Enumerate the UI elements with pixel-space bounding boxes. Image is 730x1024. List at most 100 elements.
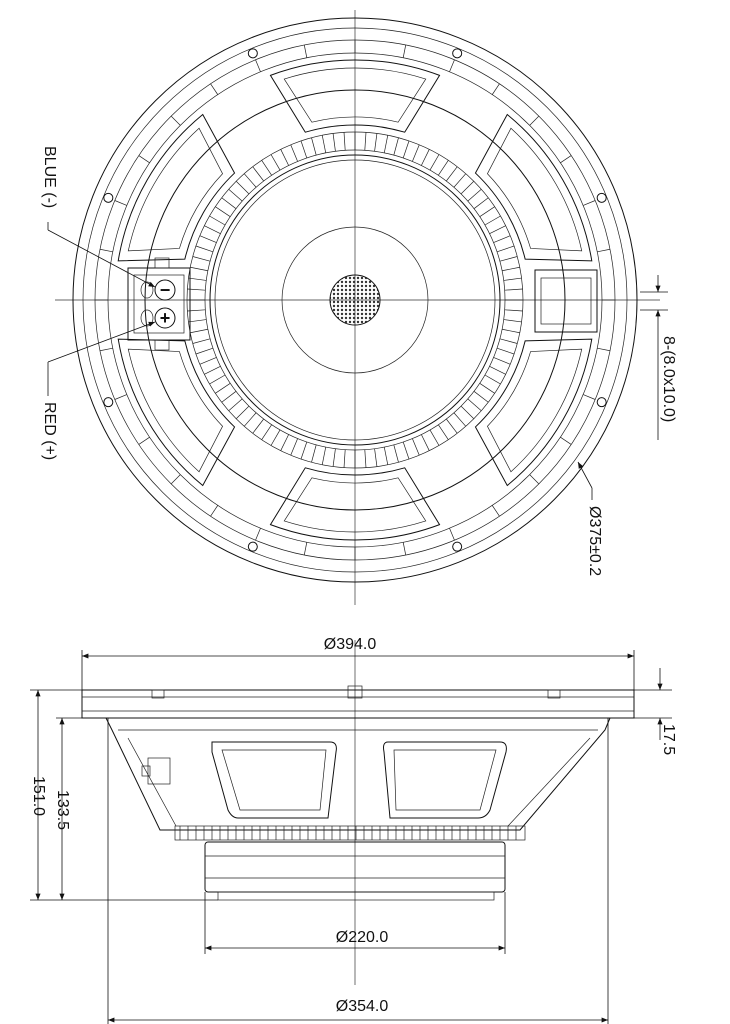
side-back-plate [217, 891, 495, 901]
negative-post [140, 281, 154, 299]
basket-edge-right [507, 737, 591, 827]
cooling-fin [290, 144, 298, 162]
side-terminal-post [141, 765, 151, 777]
cooling-fin [479, 206, 495, 217]
cooling-fin [192, 338, 211, 344]
cooling-fin [493, 357, 511, 365]
cooling-fin [280, 149, 289, 166]
cooling-fin [364, 132, 367, 151]
gasket-tick [138, 436, 150, 445]
mounting-hole [247, 541, 258, 552]
cooling-fin [332, 448, 336, 467]
cooling-fin [364, 449, 367, 468]
gasket-tick [597, 248, 611, 253]
gasket-tick [303, 542, 308, 556]
mounting-hole [452, 541, 463, 552]
gasket-tick [114, 394, 127, 400]
cooling-fin [343, 132, 346, 151]
blue-label: BLUE (-) [41, 146, 58, 208]
outer-dia-label: Ø394.0 [324, 636, 377, 653]
cooling-fin [209, 374, 226, 385]
cooling-fin [300, 140, 308, 159]
cooling-fin [502, 328, 520, 334]
cooling-fin [499, 338, 518, 344]
gasket-tick [255, 59, 261, 72]
terminal-tab-bottom [154, 339, 170, 351]
cooling-fin [383, 447, 389, 465]
gasket-tick [583, 394, 596, 400]
cooling-fin [429, 429, 440, 446]
cooling-fin [204, 366, 221, 375]
gasket-tick [402, 542, 407, 556]
cooling-fin [453, 173, 467, 188]
flange-clip-center [347, 685, 363, 699]
cooling-fin [374, 133, 378, 152]
cooling-fin [261, 160, 272, 176]
side-bracket [534, 269, 598, 333]
cooling-fin [412, 144, 420, 162]
cooling-fin [496, 347, 515, 355]
cooling-fin [311, 444, 317, 463]
gasket-tick [491, 505, 500, 517]
flange-clip-left [151, 689, 165, 699]
cooling-fin [421, 434, 430, 451]
cooling-fin [383, 135, 389, 153]
cooling-fin [496, 245, 515, 253]
cooling-fin [504, 309, 523, 312]
side-terminal [147, 757, 171, 785]
terminal-block: − + [127, 257, 191, 351]
cooling-fin [446, 418, 458, 434]
negative-sign: − [160, 280, 171, 300]
basket-ring [144, 89, 566, 511]
cooling-fin [479, 383, 495, 394]
frame-outer-edge [72, 17, 638, 583]
basket-dia-label: Ø354.0 [336, 998, 389, 1015]
gasket-tick [449, 59, 455, 72]
gasket-tick [138, 155, 150, 164]
basket-edge-left [127, 737, 177, 827]
gasket-tick [529, 115, 540, 126]
cooling-fin [199, 235, 217, 243]
cooling-fin [503, 277, 522, 281]
mounting-hole [596, 192, 607, 203]
cooling-fin [209, 215, 226, 226]
cooling-fin [332, 133, 336, 152]
cooling-fin [243, 412, 257, 427]
mounting-hole [103, 397, 114, 408]
magnet-outer [209, 154, 501, 446]
gasket-tick [583, 200, 596, 206]
side-view: Ø394.0 17.5 133.5 151.0 Ø220.0 Ø354.0 [30, 636, 677, 1024]
gasket-tick [529, 474, 540, 485]
bolt-circle-label: Ø375±0.2 [586, 506, 603, 576]
cooling-fin [438, 424, 449, 440]
mounting-hole [103, 192, 114, 203]
cooling-fin [300, 441, 308, 460]
cooling-fin [429, 154, 440, 171]
mounting-hole [247, 48, 258, 59]
cooling-fin [473, 197, 489, 209]
cooling-fin [502, 266, 520, 272]
basket-window-inner [283, 477, 427, 533]
cooling-fin [311, 137, 317, 156]
cooling-fin [252, 418, 264, 434]
bolt-circle-leader [577, 461, 593, 489]
cooling-fin [467, 188, 482, 202]
side-window-left-inner [221, 749, 327, 811]
terminal-tab-top [154, 257, 170, 269]
cooling-fin [261, 424, 272, 440]
side-fins [179, 826, 517, 840]
gasket-tick [491, 83, 500, 95]
gasket-tick [210, 83, 219, 95]
terminal-plate [133, 274, 185, 334]
positive-sign: + [160, 308, 171, 328]
gasket-tick [210, 505, 219, 517]
flange-clip-right [547, 689, 561, 699]
basket-body [105, 717, 611, 831]
cooling-fin [188, 319, 207, 323]
vent-mesh [329, 274, 381, 326]
frame-inner-edge [82, 27, 628, 573]
side-window-right-inner [393, 749, 497, 811]
gasket-tick [170, 474, 181, 485]
basket-window-inner [283, 67, 427, 123]
cooling-fin [374, 448, 378, 467]
